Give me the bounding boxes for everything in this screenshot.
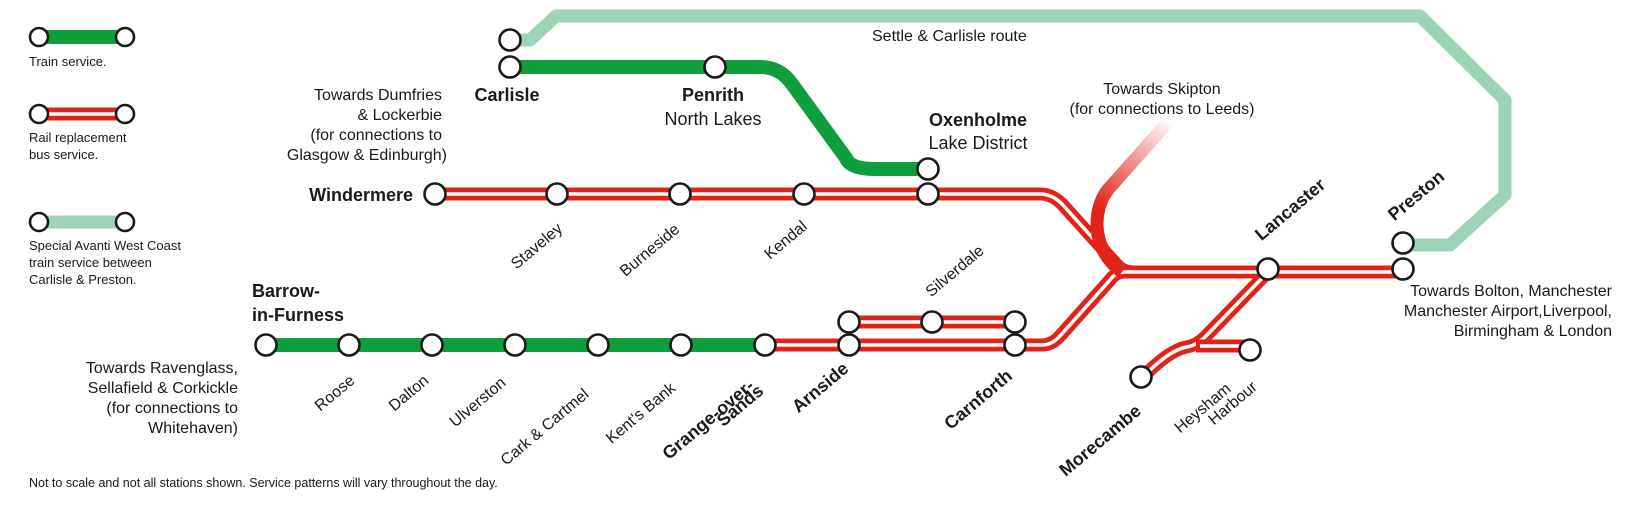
towards-ravenglass-1: Towards Ravenglass,	[86, 360, 238, 377]
station-carnforth-upper-icon	[1003, 310, 1027, 334]
legend-station-icon	[114, 211, 136, 233]
station-oxenholme-icon	[916, 182, 940, 206]
footnote: Not to scale and not all stations shown.…	[29, 476, 498, 490]
stations	[254, 28, 1415, 389]
label-penrith-sub: North Lakes	[664, 109, 761, 129]
station-silverdale-icon	[920, 310, 944, 334]
towards-dumfries-4: Glasgow & Edinburgh)	[287, 147, 447, 164]
label-barrow-2: in-Furness	[252, 305, 344, 325]
legend-avanti-label-2: train service between	[29, 255, 152, 270]
label-oxenholme: Oxenholme	[929, 110, 1027, 130]
settle-carlisle-line	[510, 9, 1512, 252]
legend-bus-label-2: bus service.	[29, 147, 98, 162]
labels: Settle & Carlisle route Towards Dumfries…	[29, 28, 1613, 490]
towards-skipton-2: (for connections to Leeds)	[1070, 101, 1255, 118]
station-arnside-upper-icon	[837, 310, 861, 334]
settle-carlisle-route-label: Settle & Carlisle route	[872, 28, 1027, 45]
station-lancaster-icon	[1256, 257, 1280, 281]
label-windermere: Windermere	[309, 185, 413, 205]
label-morecambe: Morecambe	[1055, 401, 1144, 481]
station-staveley-icon	[545, 182, 569, 206]
station-morecambe-icon	[1129, 365, 1153, 389]
station-kendal-icon	[792, 182, 816, 206]
label-preston: Preston	[1384, 166, 1448, 224]
towards-bolton-3: Birmingham & London	[1454, 323, 1612, 340]
station-grange-icon	[753, 333, 777, 357]
label-penrith: Penrith	[682, 85, 744, 105]
station-arnside-icon	[837, 333, 861, 357]
legend: Train service. Rail replacement bus serv…	[28, 26, 181, 287]
station-preston-upper-icon	[1391, 231, 1415, 255]
towards-dumfries-3: (for connections to	[310, 127, 442, 144]
legend-bus-label-1: Rail replacement	[29, 130, 127, 145]
towards-bolton-2: Manchester Airport,Liverpool,	[1404, 303, 1612, 320]
label-dalton: Dalton	[386, 372, 432, 415]
station-dalton-icon	[420, 333, 444, 357]
label-kents-bank: Kent's Bank	[603, 379, 680, 447]
label-carnforth: Carnforth	[940, 365, 1016, 433]
towards-ravenglass-4: Whitehaven)	[148, 420, 238, 437]
station-kents-bank-icon	[669, 333, 693, 357]
skipton-bus-line	[1090, 115, 1175, 278]
legend-station-icon	[114, 26, 136, 48]
station-carlisle-icon	[498, 55, 522, 79]
label-arnside: Arnside	[788, 358, 852, 416]
towards-dumfries-1: Towards Dumfries	[314, 87, 442, 104]
towards-skipton-1: Towards Skipton	[1103, 81, 1220, 98]
towards-ravenglass-2: Sellafield & Corkickle	[88, 380, 238, 397]
station-windermere-icon	[423, 182, 447, 206]
label-burneside: Burneside	[617, 221, 683, 280]
label-staveley: Staveley	[508, 220, 566, 272]
station-ulverston-icon	[503, 333, 527, 357]
station-penrith-icon	[703, 55, 727, 79]
station-heysham-icon	[1238, 338, 1262, 362]
legend-station-icon	[28, 26, 50, 48]
legend-avanti-label-3: Carlisle & Preston.	[29, 272, 137, 287]
label-cark: Cark & Cartmel	[498, 386, 593, 469]
station-preston-icon	[1391, 257, 1415, 281]
station-barrow-icon	[254, 333, 278, 357]
label-barrow-1: Barrow-	[252, 281, 320, 301]
label-roose: Roose	[312, 372, 358, 415]
towards-ravenglass-3: (for connections to	[106, 400, 238, 417]
towards-bolton-1: Towards Bolton, Manchester	[1410, 283, 1613, 300]
legend-station-icon	[28, 103, 50, 125]
station-cark-icon	[586, 333, 610, 357]
label-lancaster: Lancaster	[1251, 174, 1329, 244]
label-silverdale: Silverdale	[923, 242, 988, 300]
station-roose-icon	[337, 333, 361, 357]
legend-avanti-label-1: Special Avanti West Coast	[29, 238, 181, 253]
station-burneside-icon	[668, 182, 692, 206]
avanti-carlisle-oxenholme-line	[510, 60, 928, 176]
legend-train-label: Train service.	[29, 54, 107, 69]
legend-station-icon	[28, 211, 50, 233]
morecambe-bus-line-inner	[1140, 270, 1270, 380]
station-carlisle-settle-icon	[498, 28, 522, 52]
legend-station-icon	[114, 103, 136, 125]
label-ulverston: Ulverston	[447, 374, 510, 430]
label-oxenholme-sub: Lake District	[928, 133, 1027, 153]
towards-dumfries-2: & Lockerbie	[358, 107, 443, 124]
label-carlisle: Carlisle	[474, 85, 539, 105]
station-carnforth-icon	[1003, 333, 1027, 357]
label-kendal: Kendal	[762, 218, 811, 263]
station-oxenholme-upper-icon	[916, 157, 940, 181]
